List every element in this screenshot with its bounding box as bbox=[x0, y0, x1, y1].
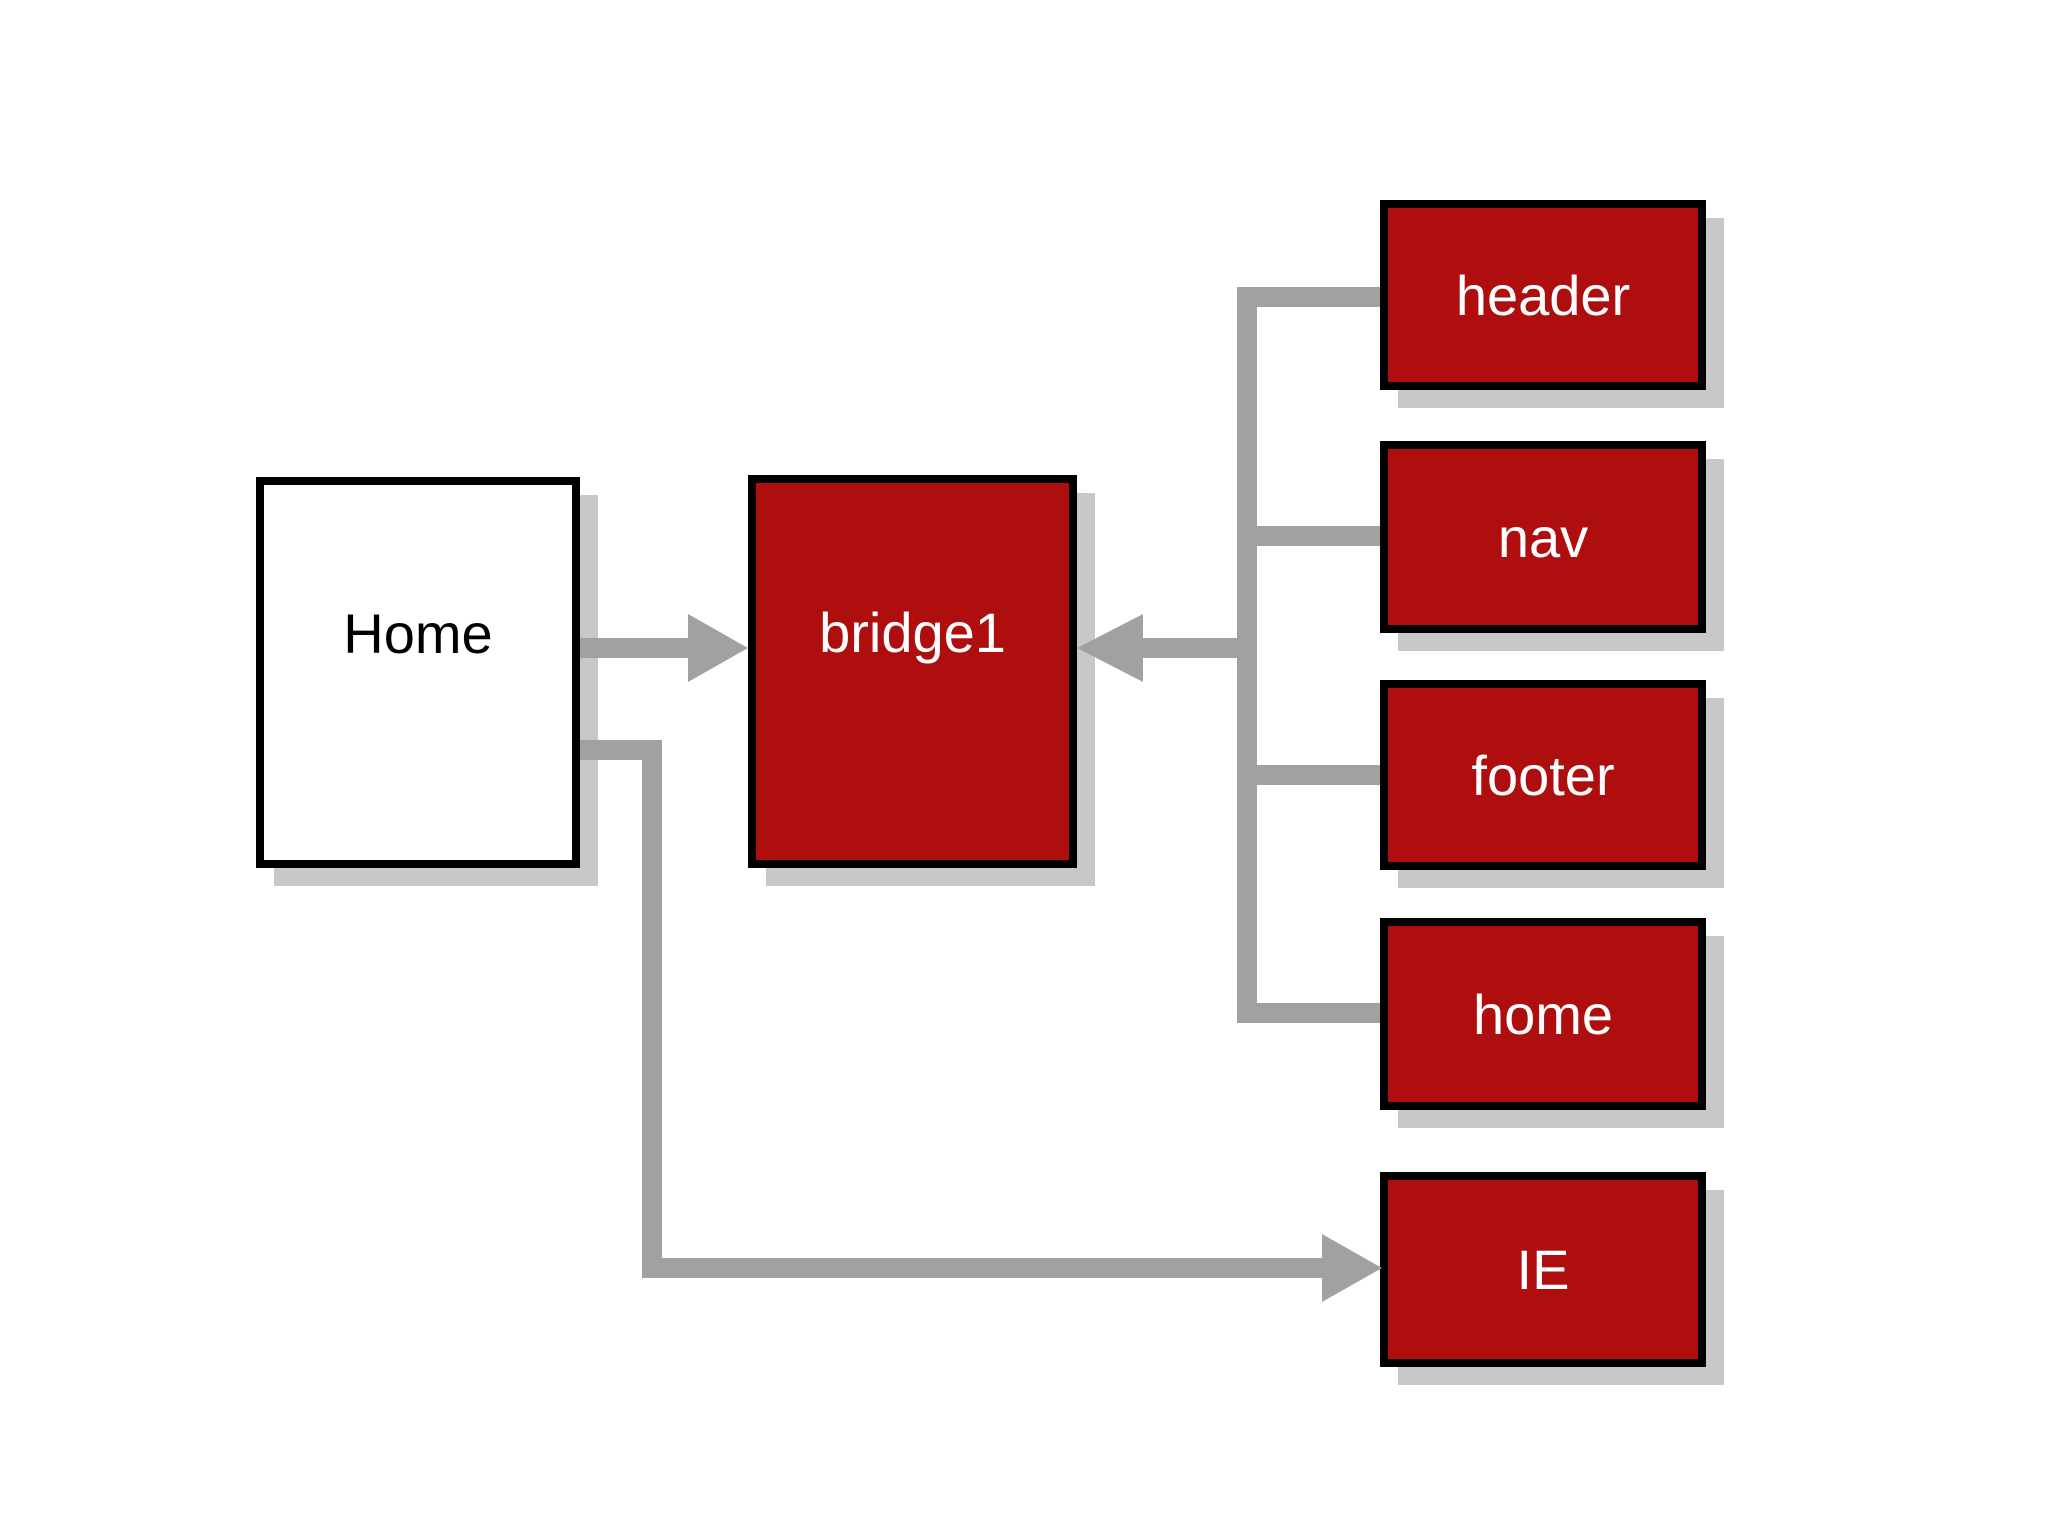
connector-branch-nav bbox=[1237, 526, 1380, 546]
node-home-label: Home bbox=[343, 602, 493, 665]
node-bridge1-label: bridge1 bbox=[819, 601, 1006, 664]
connector-trunk-to-bridge1-shaft bbox=[1143, 638, 1257, 658]
node-nav: nav bbox=[1380, 441, 1706, 633]
connector-branch-header bbox=[1237, 287, 1380, 307]
connector-home-to-ie-segment-2 bbox=[642, 740, 662, 1278]
connector-home-to-ie-segment-3 bbox=[642, 1258, 1322, 1278]
node-home-right: home bbox=[1380, 918, 1706, 1110]
node-home: Home bbox=[256, 477, 580, 868]
connector-home-to-ie-segment-1 bbox=[580, 740, 662, 760]
arrowhead-into-bridge1-right-icon bbox=[1077, 614, 1143, 682]
node-ie: IE bbox=[1380, 1172, 1706, 1367]
node-footer-label: footer bbox=[1471, 743, 1615, 807]
connector-branch-footer bbox=[1237, 765, 1380, 785]
connector-branch-home bbox=[1237, 1003, 1380, 1023]
node-header: header bbox=[1380, 200, 1706, 390]
node-footer: footer bbox=[1380, 680, 1706, 870]
node-nav-label: nav bbox=[1497, 505, 1589, 569]
node-bridge1: bridge1 bbox=[748, 475, 1077, 868]
node-home-right-label: home bbox=[1472, 982, 1614, 1046]
connector-home-to-bridge1-shaft bbox=[580, 638, 690, 658]
node-header-label: header bbox=[1455, 263, 1631, 327]
arrowhead-into-ie-icon bbox=[1322, 1234, 1382, 1302]
arrowhead-into-bridge1-left-icon bbox=[688, 614, 748, 682]
node-ie-label: IE bbox=[1516, 1238, 1570, 1301]
